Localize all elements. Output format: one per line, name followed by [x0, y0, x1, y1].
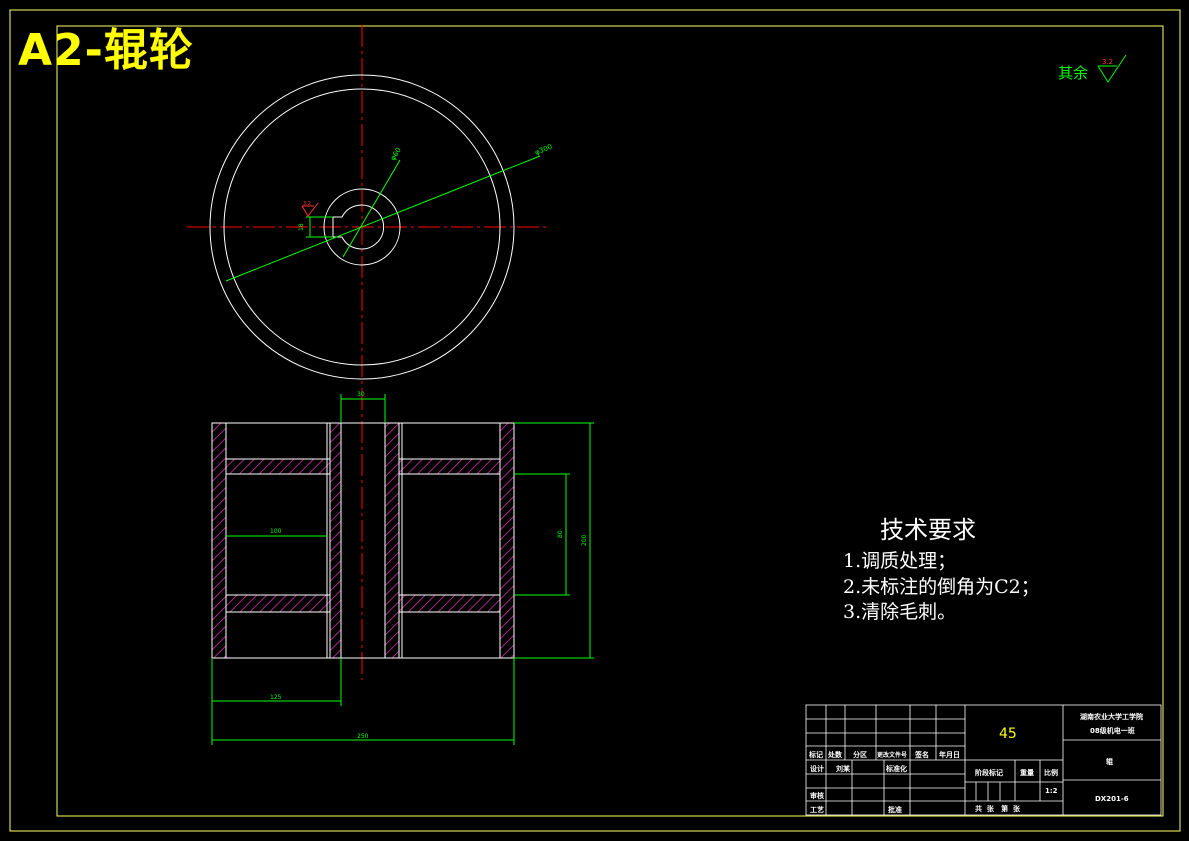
tech-requirements-heading: 技术要求 [880, 516, 976, 544]
cavity-height-label: 80 [557, 530, 564, 538]
inner-rim-circle [223, 88, 501, 366]
outer-border [9, 9, 1181, 832]
left-hub-section [329, 422, 342, 659]
left-rim-section [211, 422, 227, 659]
tech-requirement-3: 3.清除毛刺。 [843, 601, 957, 623]
shaft-width-label: 30 [357, 391, 365, 398]
keyway-roughness-symbol [301, 202, 319, 217]
keyway-roughness-value: 3.2 [303, 201, 311, 207]
tech-requirement-2: 2.未标注的倒角为C2； [843, 576, 1040, 598]
general-roughness-value: 3.2 [1102, 58, 1113, 66]
right-hub-section [384, 422, 400, 659]
keyway-width-label: 18 [298, 223, 305, 231]
right-rim-section [499, 422, 515, 659]
outer-diameter-label: φ300 [534, 143, 554, 157]
hub-circle [323, 188, 401, 266]
title-block [805, 704, 1162, 816]
front-view: φ300 φ60 18 3.2 [187, 25, 553, 680]
roughness-label: 其余 [1058, 64, 1089, 82]
bore-diameter-leader [342, 159, 401, 258]
right-web-upper [398, 458, 501, 475]
general-roughness-symbol: 3.2 [1097, 54, 1127, 83]
half-width-label: 125 [270, 694, 282, 701]
bore-diameter-label: φ60 [389, 146, 403, 162]
bore-with-keyway [332, 204, 385, 250]
outer-rim-circle [209, 74, 515, 380]
outer-diameter-leader [225, 155, 541, 282]
sheet-title: A2-辊轮 [18, 25, 194, 76]
left-web-lower [225, 594, 331, 613]
total-height-label: 200 [581, 534, 588, 546]
total-width-label: 250 [357, 733, 369, 740]
left-web-upper [225, 458, 331, 475]
cavity-width-label: 100 [270, 528, 282, 535]
right-web-lower [398, 594, 501, 613]
inner-frame [56, 25, 1164, 817]
section-view: 30 100 80 200 125 250 [211, 391, 594, 745]
tech-requirement-1: 1.调质处理； [843, 550, 957, 572]
